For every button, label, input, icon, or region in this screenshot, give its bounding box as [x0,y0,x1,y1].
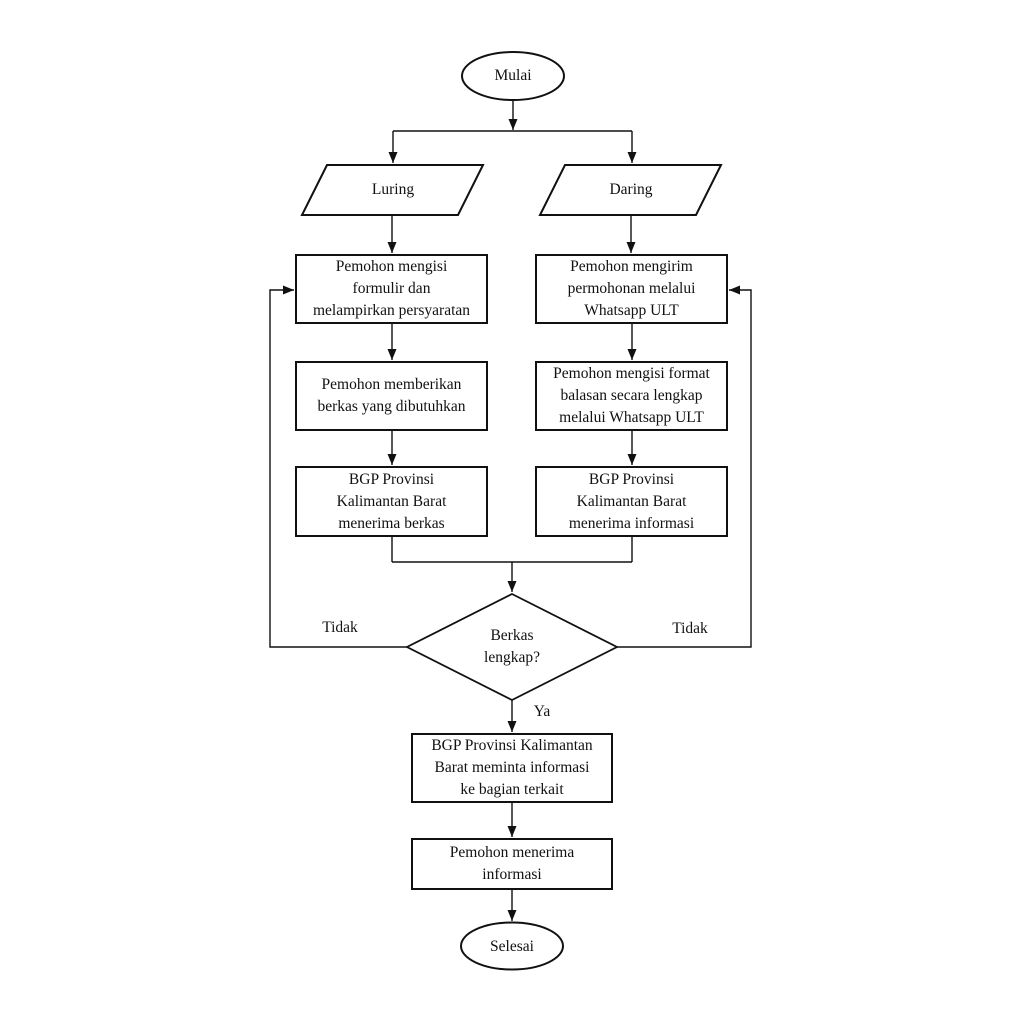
connector-tidak-left-loop [269,285,407,648]
right2-process-shape [535,361,728,431]
left3-process-shape [295,466,488,537]
daring-parallelogram-shape [538,164,723,216]
right3-process-shape [535,466,728,537]
luring-parallelogram-shape [300,164,485,216]
right1-process-shape [535,254,728,324]
bottom1-process-shape [411,733,613,803]
bottom2-process-shape [411,838,613,890]
connector-merge-bar [391,536,633,563]
decision-diamond-shape [405,592,619,702]
left1-process-shape [295,254,488,324]
end-terminator-shape [460,921,564,971]
connector-tidak-right-loop [617,285,752,648]
start-terminator-shape [461,51,565,101]
left2-process-shape [295,361,488,431]
